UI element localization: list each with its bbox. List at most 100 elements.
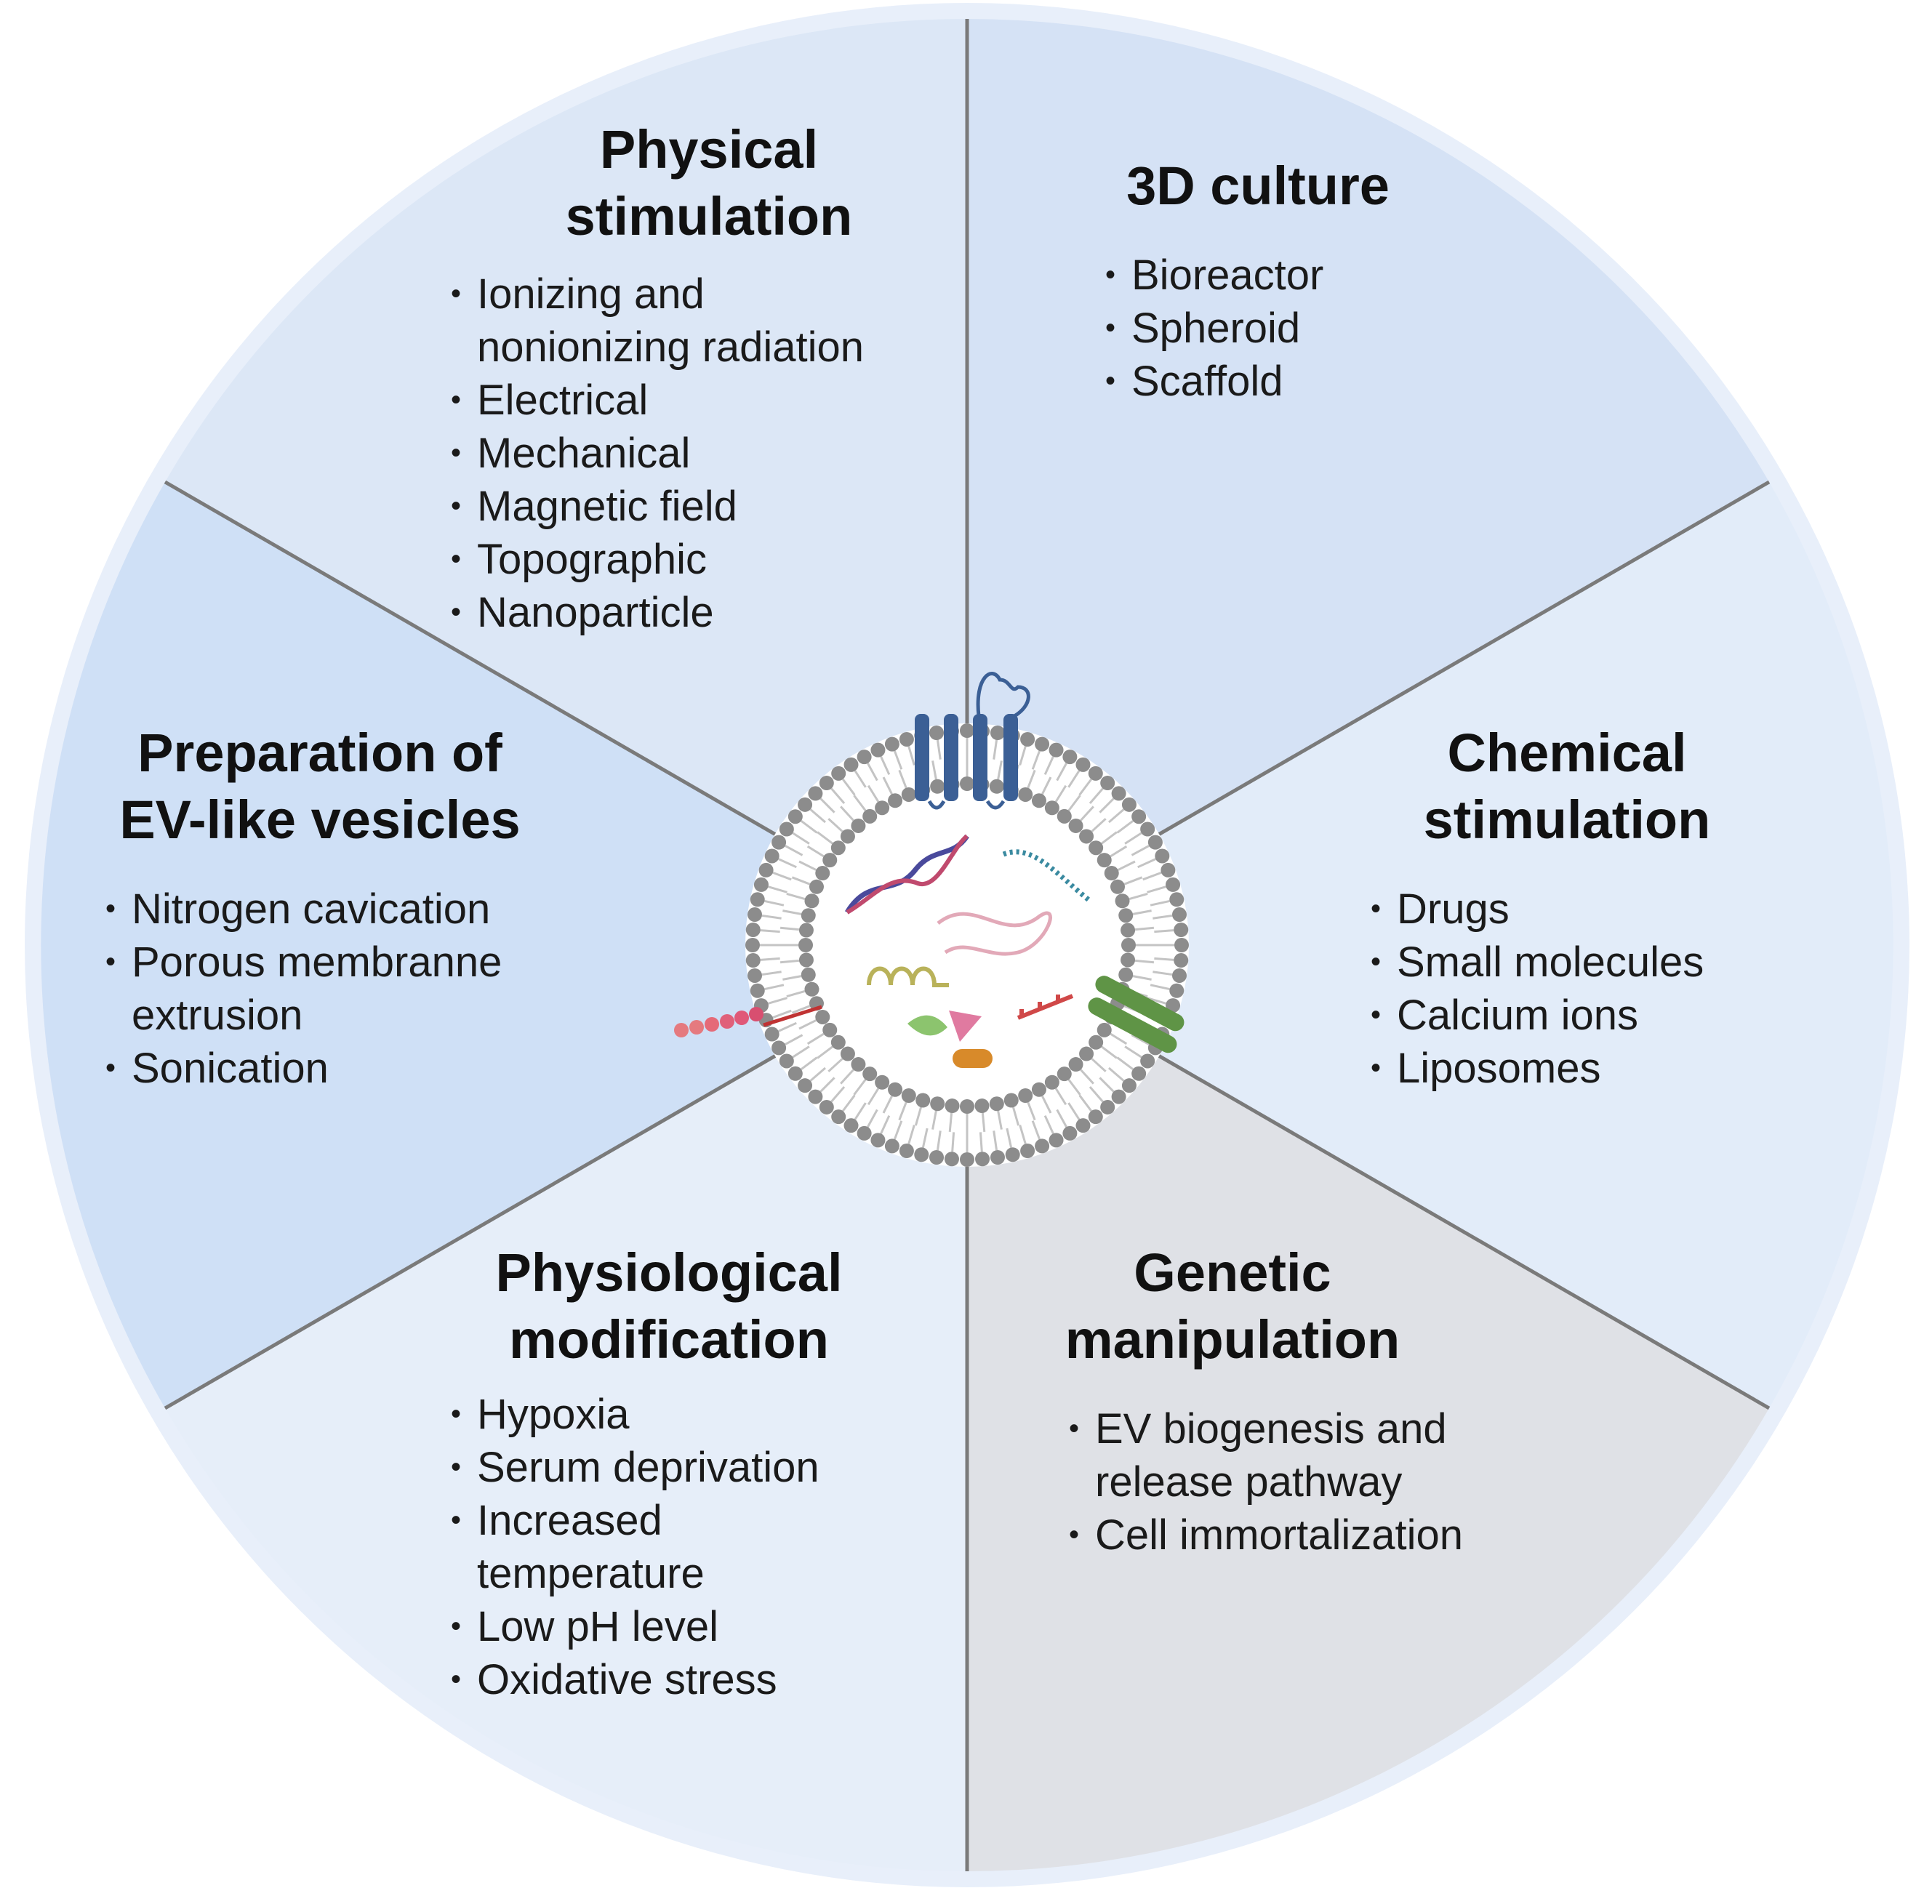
lipid-tail (981, 1112, 986, 1133)
lipid-head (1100, 1099, 1115, 1114)
lipid-tail (806, 1032, 825, 1045)
lipid-head (1171, 907, 1187, 923)
lipid-head (798, 952, 814, 968)
lipid-head (1169, 892, 1185, 907)
lipid-head (801, 908, 816, 923)
list-item: Low pH level (451, 1600, 945, 1653)
lipid-tail (1041, 776, 1052, 795)
lipid-heads (745, 723, 1189, 1167)
lipid-tail (817, 831, 833, 845)
lipid-head (945, 1098, 960, 1114)
segment-title: Physical (599, 119, 819, 180)
lipid-head (819, 776, 834, 791)
list-item: Magnetic field (451, 480, 945, 533)
lipid-head (771, 835, 787, 850)
list-item: EV biogenesis and release pathway (1069, 1402, 1488, 1509)
vesicle-inner-core (813, 791, 1121, 1099)
lipid-tail (907, 746, 915, 766)
lipid-head (1111, 786, 1126, 801)
list-item: Porous membranne extrusion (105, 936, 568, 1042)
lipid-head (815, 1009, 830, 1024)
lipid-tail (779, 926, 800, 931)
lipid-tail (1101, 831, 1118, 845)
lipid-head (1057, 1067, 1072, 1082)
lipid-tail (782, 975, 802, 981)
lipid-tail (1137, 858, 1156, 869)
lipid-head (899, 1144, 914, 1159)
lipid-head (1031, 793, 1046, 808)
lipid-tail (785, 1034, 803, 1045)
lipid-tail (931, 1110, 937, 1130)
list-item: Ionizing and nonionizing radiation (451, 268, 928, 374)
lipid-tail (791, 1005, 811, 1014)
lipid-tail (1142, 871, 1162, 881)
lipid-head (1018, 1088, 1033, 1104)
lipid-tail (936, 739, 942, 760)
lipid-tail (1150, 984, 1170, 991)
lipid-head (1079, 829, 1094, 844)
list-item: Drugs (1371, 883, 1778, 936)
lipid-tail (1054, 1088, 1067, 1106)
lipid-tail (817, 1045, 833, 1059)
list-item: Hypoxia (451, 1388, 945, 1441)
lipid-tail (1043, 1115, 1054, 1134)
lipid-head (888, 793, 903, 808)
lipid-tail (1132, 975, 1152, 981)
lipid-tail (1067, 795, 1081, 811)
lipid-head (857, 750, 872, 765)
lipid-tail (1067, 1079, 1081, 1096)
lipid-head (960, 1099, 974, 1114)
lipid-tail (827, 1058, 843, 1072)
lipid-tail (1091, 818, 1107, 832)
lipid-head (989, 1096, 1004, 1112)
genetic-manipulation-block: Genetic manipulation EV biogenesis and r… (1062, 1240, 1542, 1562)
lipid-tail (761, 971, 782, 976)
lipid-tail (806, 845, 825, 858)
lipid-head (1097, 853, 1112, 868)
lipid-tail (785, 845, 803, 856)
lipid-tail (1116, 820, 1134, 834)
lipid-tail (778, 858, 797, 869)
list-item: Small molecules (1371, 936, 1778, 989)
lipid-tail (800, 820, 818, 834)
lipid-head (1003, 1093, 1019, 1108)
lipid-tail (768, 885, 787, 893)
lipid-tail (764, 984, 785, 991)
lipid-tail (1108, 808, 1125, 824)
lipid-tail (761, 914, 782, 920)
lipid-tail (882, 1096, 893, 1114)
lipid-head (1100, 776, 1115, 791)
list-item: Serum deprivation (451, 1441, 945, 1494)
lipid-head (1118, 967, 1134, 982)
lipid-head (1140, 822, 1155, 837)
mrna-tangle-icon (937, 911, 1052, 956)
3d-culture-block: 3D culture Bioreactor Spheroid Scaffold (1091, 153, 1425, 408)
lipid-tail (1012, 1106, 1020, 1126)
lipid-tail (809, 1067, 826, 1082)
lipid-head (989, 779, 1004, 794)
list-item: Mechanical (451, 427, 945, 480)
physical-stimulation-block: Physical stimulation Ionizing and nonion… (451, 116, 945, 639)
lipid-head (899, 731, 914, 747)
lipid-head (1171, 968, 1187, 983)
lipid-tail (840, 806, 854, 822)
lipid-head (1131, 1066, 1147, 1081)
lipid-tail (1089, 787, 1104, 804)
lipid-tail (880, 1115, 891, 1134)
lipid-tail (1067, 1102, 1081, 1120)
lipid-head (745, 938, 760, 952)
lipid-head (1020, 731, 1035, 747)
lipid-tail (792, 832, 810, 845)
lipid-head (851, 1057, 866, 1072)
lipid-tail (979, 1132, 983, 1152)
list-item: Nitrogen cavication (105, 883, 553, 936)
lipid-tail (993, 739, 998, 760)
lipid-tail (819, 1077, 835, 1093)
lipid-head (1147, 835, 1163, 850)
lipid-tail (1153, 914, 1173, 920)
lipid-tail (914, 1106, 922, 1126)
lipid-head (1049, 1133, 1064, 1148)
lipid-head (929, 1149, 945, 1165)
lipid-head (1118, 908, 1134, 923)
lipid-tail (1043, 756, 1054, 775)
